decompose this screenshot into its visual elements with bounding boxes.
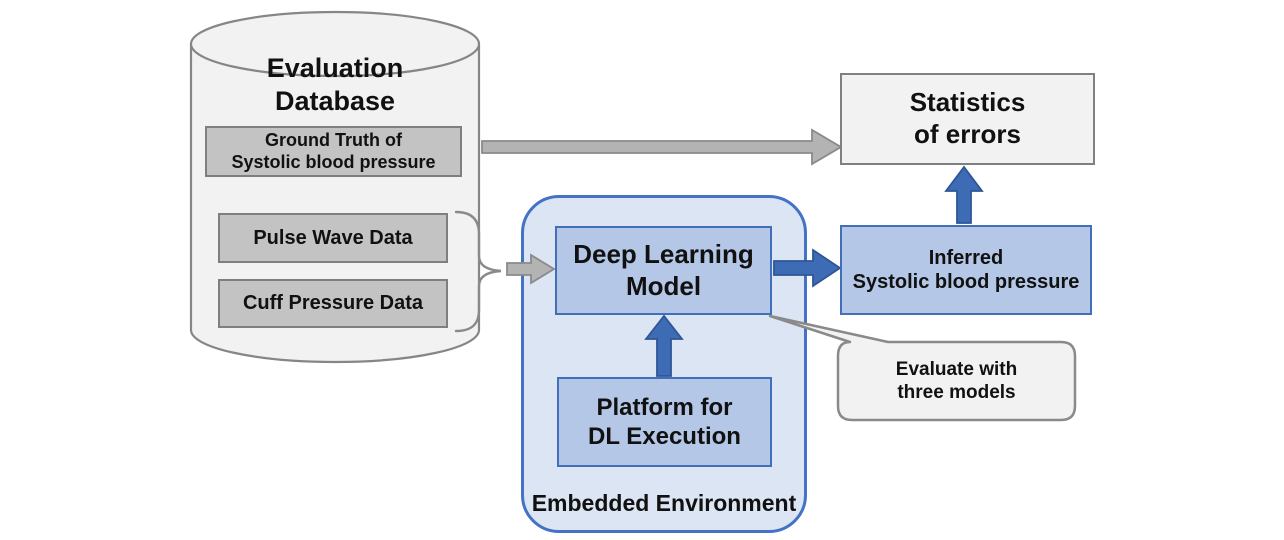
inferred-to-statistics-arrow [944,165,984,224]
embedded-environment-label: Embedded Environment [531,489,797,516]
inferred-systolic-box: Inferred Systolic blood pressure [840,225,1092,315]
ground-truth-box: Ground Truth of Systolic blood pressure [205,126,462,177]
database-title: Evaluation Database [266,53,404,116]
ground-truth-to-statistics-arrow [481,128,843,166]
database-to-model-arrow [506,253,556,285]
cuff-pressure-data-box: Cuff Pressure Data [218,279,448,328]
callout-bubble-shape [768,314,1077,422]
brace-shape [454,210,502,333]
deep-learning-model-box: Deep Learning Model [555,226,772,315]
model-to-inferred-arrow [773,248,842,288]
platform-box: Platform for DL Execution [557,377,772,467]
pulse-wave-data-box: Pulse Wave Data [218,213,448,263]
callout-label: Evaluate with three models [895,358,1018,403]
statistics-of-errors-box: Statistics of errors [840,73,1095,165]
platform-to-model-arrow [644,314,684,377]
